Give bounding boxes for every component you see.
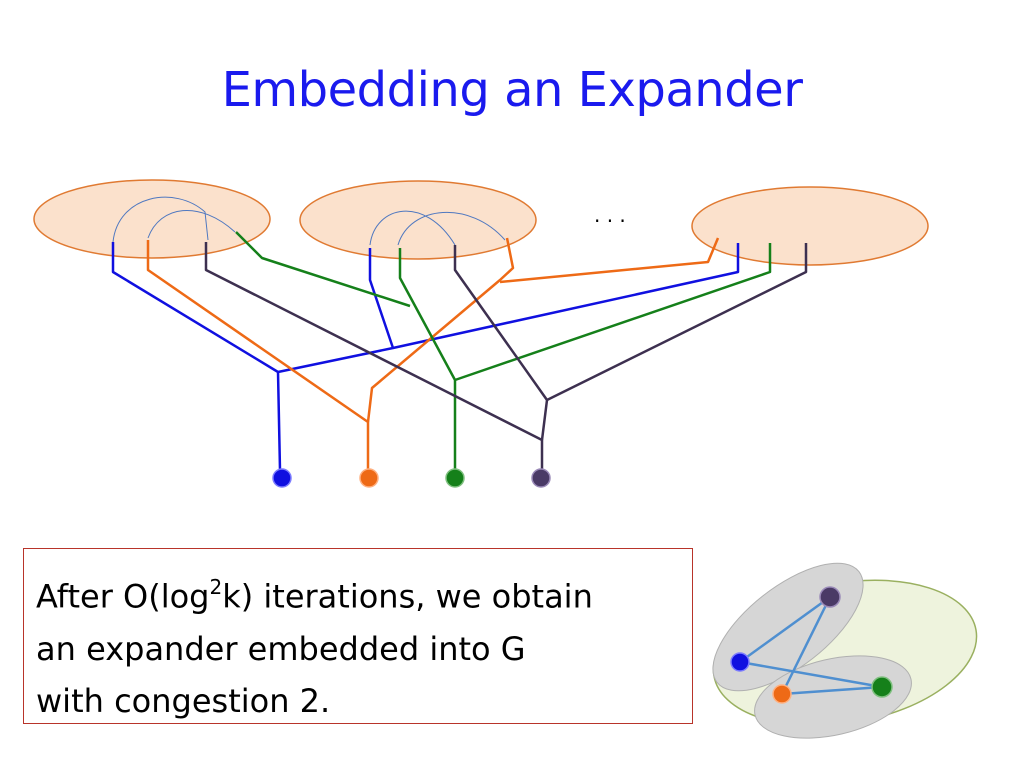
cluster-arcs [112,196,506,246]
caption-line-1: After O(log2k) iterations, we obtain [36,563,680,623]
caption-superscript: 2 [209,575,223,599]
blue-terminal [272,468,292,488]
cluster-1 [33,179,271,259]
green-path [235,231,772,470]
cluster-3 [691,186,929,266]
expander-edges [739,595,883,696]
node-blue [730,652,750,672]
node-purple [819,586,841,608]
blue-path [111,242,740,471]
embedding-diagram: . . . [33,179,929,488]
slide-title: Embedding an Expander [221,62,803,118]
green-terminal [445,468,465,488]
node-green [871,676,893,698]
caption-text-b: k) iterations, we obtain [222,577,593,616]
caption-text-a: After O(log [36,577,210,616]
node-orange [772,684,792,704]
caption-line-3: with congestion 2. [36,681,331,720]
outer-region [712,579,978,727]
orange-path [146,237,720,470]
orange-terminal [359,468,379,488]
caption-box: After O(log2k) iterations, we obtain an … [23,548,693,724]
inner-region-top [712,562,864,692]
inner-region-bottom [754,655,912,739]
ellipsis: . . . [594,203,626,227]
caption-line-2: an expander embedded into G [36,629,526,668]
purple-path [204,242,808,470]
purple-terminal [531,468,551,488]
